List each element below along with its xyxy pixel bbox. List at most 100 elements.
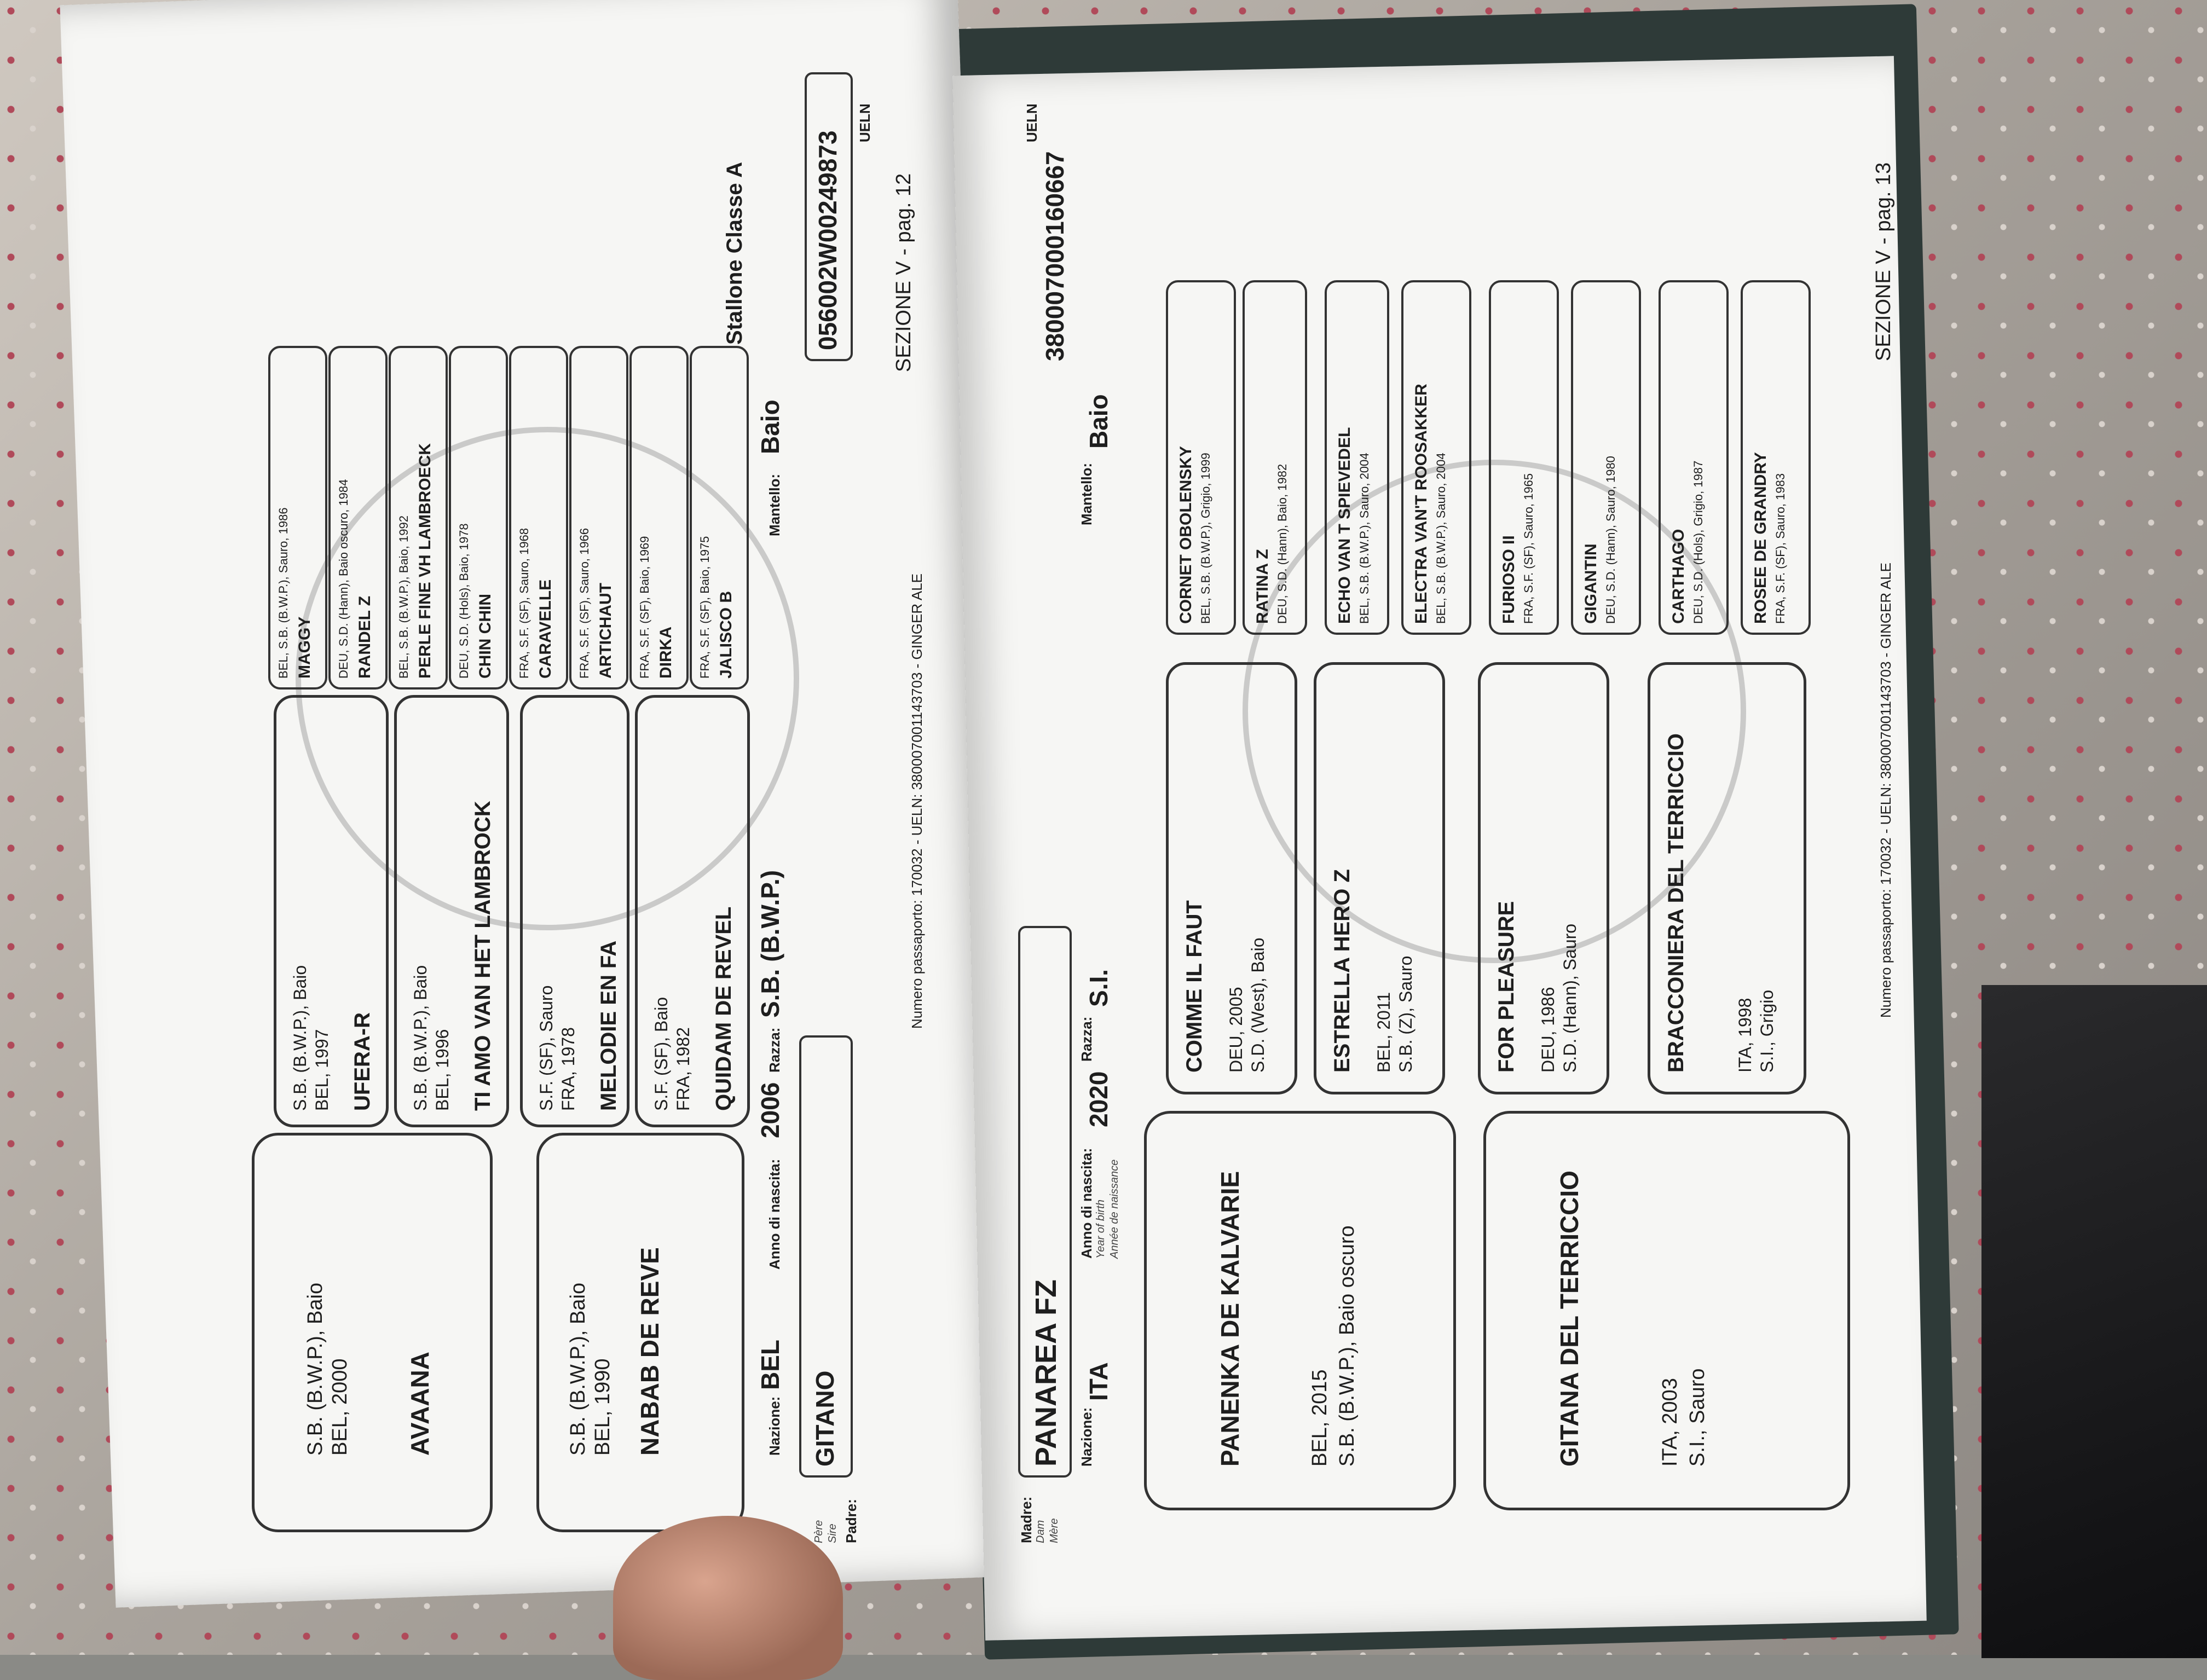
left-page-content: Numero passaporto: 170032 - UELN: 380007…	[88, 0, 952, 1576]
nation-label: Nazione:	[766, 1396, 783, 1456]
gen4-name: RATINA Z	[1253, 549, 1272, 624]
right-page-content: Numero passaporto: 170032 - UELN: 380007…	[1002, 55, 1932, 1565]
gen4-info: DEU, S.D. (Hann), Baio oscuro, 1984	[337, 479, 350, 679]
pedigree-box	[1325, 280, 1389, 635]
gen4-name: DIRKA	[657, 627, 675, 679]
gen3-info: FRA, 1978	[558, 1027, 578, 1111]
ueln-label: UELN	[1024, 103, 1040, 142]
gen4-info: DEU, S.D. (Hols), Grigio, 1987	[1691, 460, 1705, 624]
dam-label-en: Dam	[1035, 1520, 1047, 1543]
sire-label-fr: Père	[813, 1520, 825, 1543]
gen3-info: S.D. (Hann), Sauro	[1560, 923, 1580, 1073]
ueln-label: UELN	[857, 103, 873, 142]
gen2-info: S.I., Sauro	[1686, 1368, 1709, 1467]
gen4-info: BEL, S.B. (B.W.P.), Sauro, 2004	[1357, 453, 1371, 624]
gen2-name: AVAANA	[406, 1352, 434, 1456]
dam-label: Madre:	[1018, 1496, 1035, 1543]
breed-label: Razza:	[766, 1027, 783, 1073]
colour-label: Mantello:	[1078, 462, 1095, 525]
gen4-info: DEU, S.D. (Hann), Sauro, 1980	[1604, 456, 1617, 624]
sire-name: GITANO	[811, 1370, 839, 1467]
gen4-name: JALISCO B	[717, 590, 735, 679]
gen3-name: FOR PLEASURE	[1494, 901, 1518, 1073]
dam-label-fr: Mère	[1048, 1518, 1060, 1543]
nation-value: ITA	[1084, 1362, 1113, 1401]
gen2-info: S.B. (B.W.P.), Baio oscuro	[1336, 1225, 1359, 1467]
gen4-name: ARTICHAUT	[597, 583, 615, 679]
gen3-info: BEL, 2011	[1374, 992, 1394, 1073]
birth-value: 2006	[756, 1082, 784, 1138]
gen3-name: COMME IL FAUT	[1182, 900, 1206, 1073]
gen4-name: FURIOSO II	[1500, 535, 1518, 624]
breed-value: S.I.	[1084, 969, 1113, 1007]
gen3-name: ESTRELLA HERO Z	[1330, 869, 1354, 1073]
breed-value: S.B. (B.W.P.)	[756, 870, 784, 1018]
gen2-info: BEL, 1990	[591, 1358, 614, 1456]
gen4-name: CARAVELLE	[536, 579, 554, 679]
gen3-info: DEU, 2005	[1226, 987, 1246, 1073]
gen4-info: FRA, S.F. (SF), Sauro, 1968	[517, 528, 531, 679]
gen4-name: ELECTRA VAN'T ROOSAKKER	[1412, 384, 1430, 624]
gen3-info: DEU, 1986	[1538, 987, 1558, 1073]
gen4-info: DEU, S.D. (Hols), Baio, 1978	[457, 523, 471, 679]
pedigree-box	[1144, 1111, 1456, 1510]
breed-label: Razza:	[1078, 1016, 1095, 1062]
gen3-info: S.I., Grigio	[1757, 989, 1777, 1073]
colour-value: Baio	[1084, 394, 1113, 449]
gen4-info: FRA, S.F. (SF), Sauro, 1965	[1522, 473, 1535, 624]
dark-cloth	[1981, 985, 2207, 1658]
ueln-value: 380007000160667	[1041, 151, 1069, 361]
gen2-name: PANENKA DE KALVARIE	[1216, 1171, 1244, 1467]
gen3-info: BEL, 1997	[312, 1029, 332, 1111]
gen3-name: TI AMO VAN HET LAMBROCK	[471, 801, 495, 1111]
sire-label-en: Sire	[827, 1523, 839, 1543]
gen3-info: S.B. (B.W.P.), Baio	[290, 965, 310, 1111]
gen4-info: BEL, S.B. (B.W.P.), Baio, 1992	[397, 515, 411, 679]
birth-value: 2020	[1084, 1071, 1113, 1127]
gen2-name: GITANA DEL TERRICCIO	[1555, 1171, 1584, 1467]
gen4-name: CORNET OBOLENSKY	[1177, 445, 1195, 624]
gen4-name: CHIN CHIN	[476, 594, 494, 679]
gen2-info: S.B. (B.W.P.), Baio	[567, 1282, 590, 1456]
gen4-info: FRA, S.F. (SF), Baio, 1975	[698, 536, 712, 679]
gen4-name: CARTHAGO	[1669, 529, 1688, 624]
gen4-name: GIGANTIN	[1582, 543, 1600, 624]
header-line: Numero passaporto: 170032 - UELN: 380007…	[909, 573, 925, 1029]
gen3-name: UFERA-R	[350, 1012, 374, 1111]
gen4-name: ECHO VAN T SPIEVEDEL	[1336, 427, 1354, 624]
gen4-info: DEU, S.D. (Hann), Baio, 1982	[1275, 464, 1289, 624]
gen4-name: PERLE FINE VH LAMBROECK	[416, 443, 434, 679]
gen3-info: FRA, 1982	[673, 1027, 693, 1111]
pedigree-box	[252, 1133, 493, 1532]
gen4-name: ROSEE DE GRANDRY	[1752, 452, 1770, 624]
gen3-info: S.B. (B.W.P.), Baio	[411, 965, 430, 1111]
birth-label-fr: Année de naissance	[1108, 1159, 1120, 1259]
gen2-info: BEL, 2015	[1308, 1369, 1331, 1467]
nation-label: Nazione:	[1078, 1407, 1095, 1467]
gen3-name: BRACCONIERA DEL TERRICCIO	[1664, 733, 1688, 1073]
dam-name: PANAREA FZ	[1030, 1279, 1062, 1467]
gen4-name: RANDEL Z	[356, 595, 374, 679]
gen2-name: NABAB DE REVE	[635, 1247, 664, 1456]
gen4-info: BEL, S.B. (B.W.P.), Sauro, 2004	[1434, 453, 1448, 624]
birth-label: Anno di nascita:	[1078, 1148, 1095, 1259]
gen2-info: BEL, 2000	[328, 1358, 351, 1456]
gen4-info: BEL, S.B. (B.W.P.), Sauro, 1986	[276, 507, 290, 679]
nation-value: BEL	[756, 1340, 784, 1390]
gen3-name: QUIDAM DE REVEL	[712, 906, 736, 1111]
gen3-info: ITA, 1998	[1735, 998, 1755, 1073]
section-label: SEZIONE V - pag. 12	[892, 173, 915, 372]
colour-label: Mantello:	[766, 473, 783, 536]
thumb	[613, 1516, 843, 1680]
colour-value: Baio	[756, 399, 784, 454]
gen4-info: BEL, S.B. (B.W.P.), Grigio, 1999	[1199, 453, 1212, 624]
class-label: Stallone Classe A	[723, 161, 747, 345]
gen3-info: S.D. (West), Baio	[1248, 937, 1268, 1073]
birth-label: Anno di nascita:	[766, 1158, 783, 1270]
gen2-info: ITA, 2003	[1659, 1378, 1682, 1467]
ueln-value: 056002W00249873	[813, 130, 842, 350]
gen3-info: S.B. (Z), Sauro	[1396, 955, 1416, 1073]
gen3-name: MELODIE EN FA	[597, 940, 621, 1111]
gen4-info: FRA, S.F. (SF), Sauro, 1966	[577, 528, 591, 679]
gen4-name: MAGGY	[296, 616, 314, 679]
